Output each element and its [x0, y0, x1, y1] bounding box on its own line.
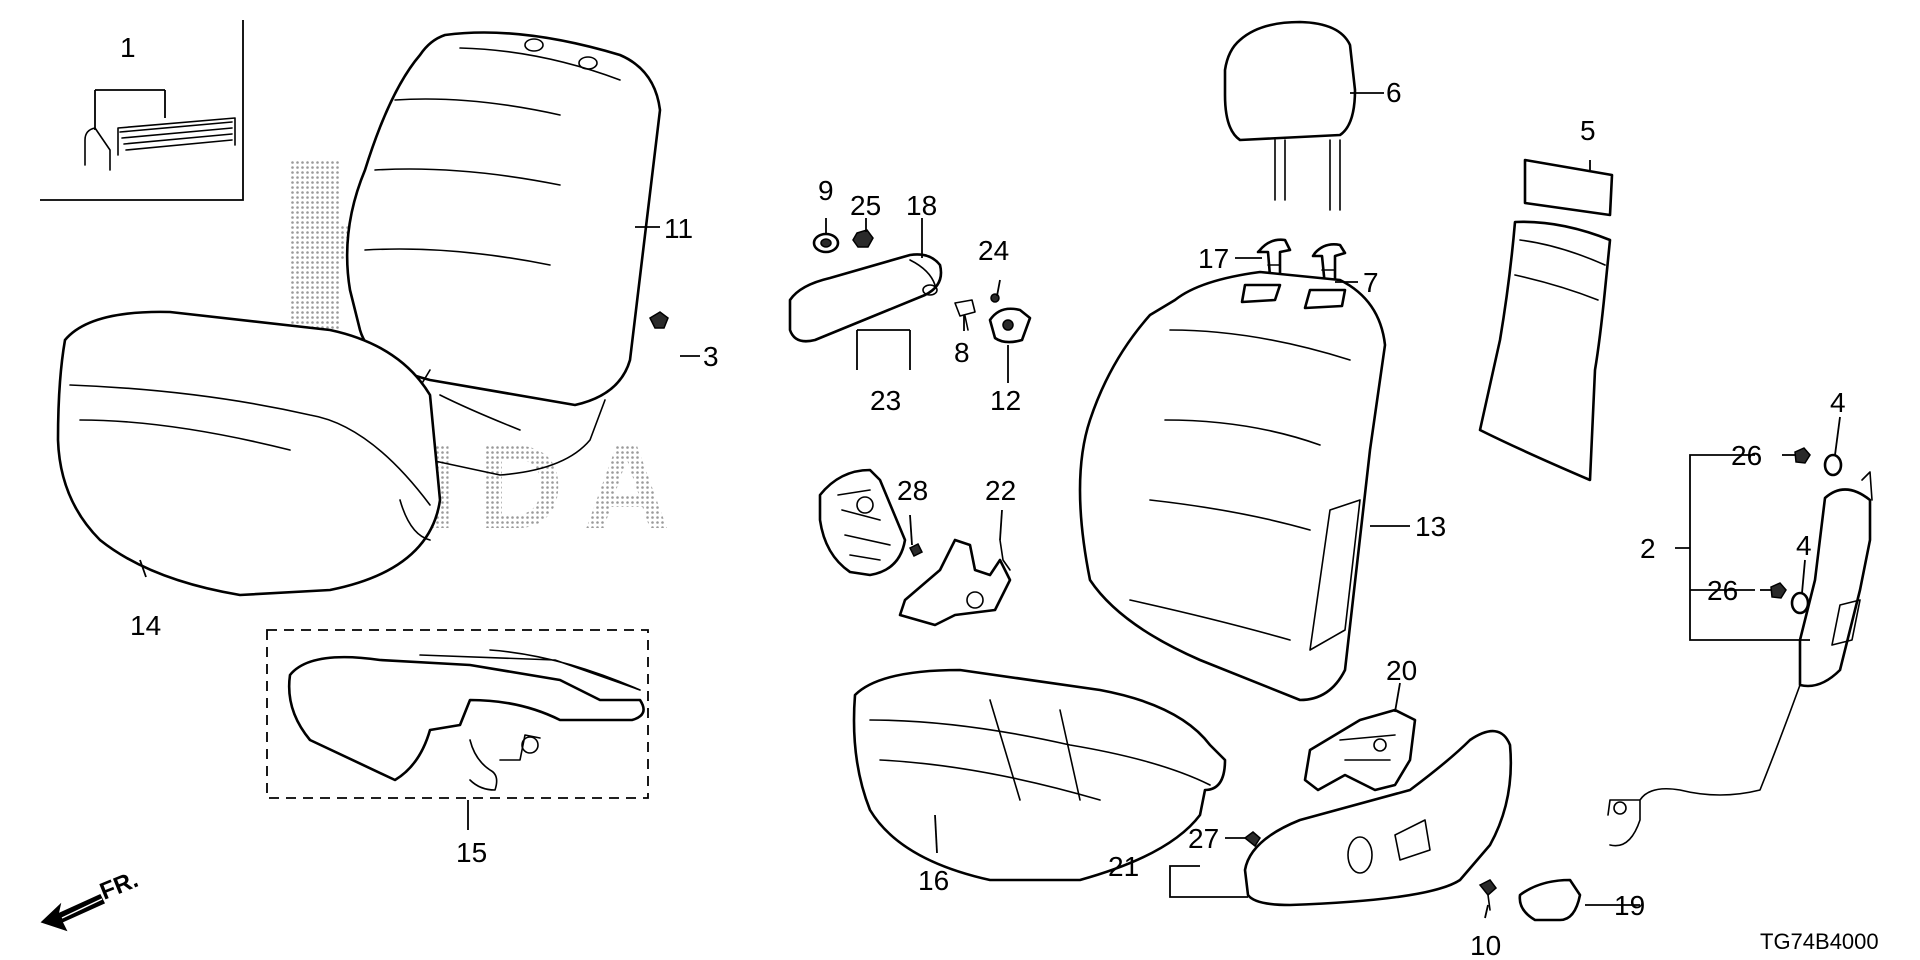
part-19-end-cap — [1518, 878, 1582, 922]
callout-22: 22 — [985, 475, 1016, 506]
part-12-pivot-bracket — [988, 307, 1032, 344]
callout-13: 13 — [1415, 511, 1446, 542]
callout-26a: 26 — [1731, 440, 1762, 471]
part-14-seat-cushion-cover — [56, 310, 442, 597]
part-28-screw — [908, 542, 924, 558]
callout-16: 16 — [918, 865, 949, 896]
callout-4a: 4 — [1830, 387, 1846, 418]
part-27-clip — [1243, 831, 1261, 848]
callout-10: 10 — [1470, 930, 1501, 960]
part-18-armrest — [788, 253, 943, 343]
part-6-headrest — [1223, 20, 1357, 211]
part-5-seatback-panel — [1478, 158, 1614, 482]
callout-23: 23 — [870, 385, 901, 416]
direction-label: FR. — [96, 866, 142, 906]
part-22-bracket — [898, 538, 1012, 627]
callout-18: 18 — [906, 190, 937, 221]
callout-21: 21 — [1108, 851, 1139, 882]
part-16-seat-cushion-pad — [852, 668, 1227, 882]
callout-25: 25 — [850, 190, 881, 221]
callout-12: 12 — [990, 385, 1021, 416]
callout-24: 24 — [978, 235, 1009, 266]
part-2-side-airbag-module — [1607, 471, 1873, 847]
callout-8: 8 — [954, 337, 970, 368]
part-4-washer-a — [1823, 453, 1843, 477]
callout-26b: 26 — [1707, 575, 1738, 606]
callout-2: 2 — [1640, 533, 1656, 564]
callout-19: 19 — [1614, 890, 1645, 921]
part-9-bushing — [812, 232, 840, 254]
callout-1: 1 — [120, 32, 136, 63]
part-11-seatback-cover — [345, 31, 662, 476]
reference-code: TG74B4000 — [1760, 929, 1879, 954]
part-15-seat-heater-box — [266, 629, 649, 799]
callout-28: 28 — [897, 475, 928, 506]
part-23-side-cover — [818, 468, 907, 577]
callout-5: 5 — [1580, 115, 1596, 146]
callout-3: 3 — [703, 341, 719, 372]
callout-9: 9 — [818, 175, 834, 206]
front-direction-arrow: FR. — [40, 866, 142, 932]
part-13-seatback-pad — [1078, 270, 1387, 702]
part-25-nut — [852, 229, 874, 248]
callout-7: 7 — [1363, 267, 1379, 298]
part-26-nut-a — [1794, 447, 1811, 464]
callout-20: 20 — [1386, 655, 1417, 686]
leader-lines — [139, 92, 1841, 919]
callout-17: 17 — [1198, 243, 1229, 274]
part-26-nut-b — [1770, 582, 1787, 599]
callouts: 1 11 3 14 15 9 25 18 24 8 12 23 28 22 16… — [120, 32, 1846, 960]
callout-4b: 4 — [1796, 530, 1812, 561]
part-21-seat-side-cover — [1243, 729, 1513, 907]
part-1-clip-set — [40, 20, 244, 201]
callout-6: 6 — [1386, 77, 1402, 108]
part-3-fastener — [649, 311, 669, 329]
callout-11: 11 — [664, 213, 693, 244]
part-20-recliner-bracket — [1303, 708, 1417, 792]
part-10-screw — [1478, 879, 1498, 911]
part-4-washer-b — [1790, 591, 1810, 615]
callout-15: 15 — [456, 837, 487, 868]
part-8-bolt — [954, 299, 976, 331]
callout-14: 14 — [130, 610, 161, 641]
callout-27: 27 — [1188, 823, 1219, 854]
